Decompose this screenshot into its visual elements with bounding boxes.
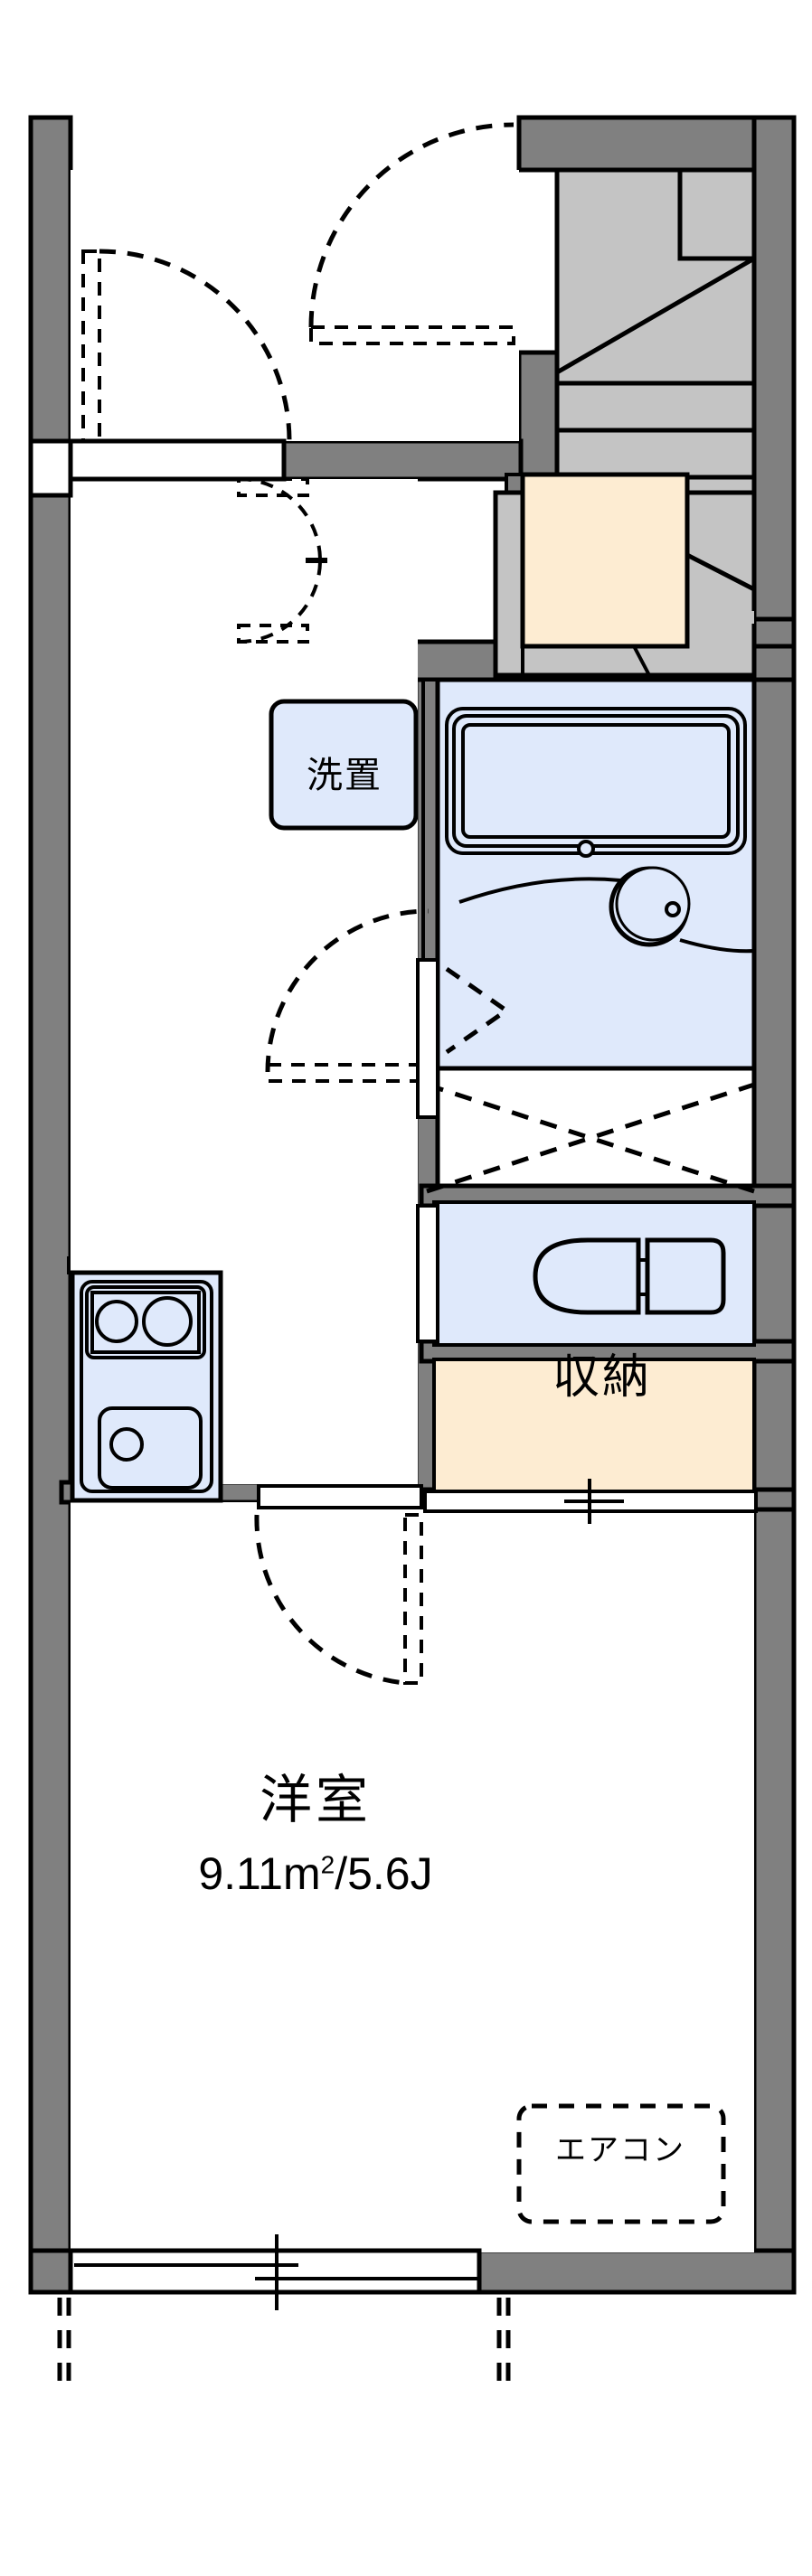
bath-sink-drain: [665, 901, 681, 917]
storage-floor: [432, 1358, 756, 1493]
stair-diagonal-upper: [555, 256, 756, 375]
bedroom-doorway: [257, 1484, 423, 1509]
entrance-door-leaf: [81, 249, 101, 443]
room-door-arc: [254, 1514, 406, 1686]
bath-counter-edge: [458, 877, 621, 904]
wall-entry-closet-jamb: [505, 473, 524, 494]
gas-burner-left: [95, 1300, 138, 1343]
wall-entry-stair-divider: [516, 350, 560, 482]
hall-threshold: [68, 438, 287, 482]
toilet-tank: [645, 1237, 726, 1315]
bath-doorway: [416, 958, 439, 1119]
room-area-tatami: 5.6J: [347, 1848, 433, 1899]
floor-entry-hall: [71, 170, 519, 441]
room-door-leaf: [403, 1513, 423, 1685]
floor-areas-group: [71, 170, 754, 2252]
toilet-doorway: [416, 1204, 439, 1343]
stair-landing-box: [677, 170, 754, 261]
bath-counter-edge-right: [679, 938, 755, 954]
room-label-washer: 洗置: [307, 756, 382, 795]
bathtub-inner: [461, 723, 731, 839]
bath-sink-inner: [615, 866, 691, 942]
aircon-box: [516, 2103, 726, 2224]
bathtub-drain: [577, 840, 595, 858]
washroom-zone-marker: [426, 1082, 755, 1194]
entry-closet-box: [520, 472, 690, 649]
washer-area: [269, 699, 419, 831]
wall-bottom-left-stub: [28, 2248, 73, 2295]
entrance-door-arc: [99, 249, 292, 442]
aircon-marker: [516, 2103, 726, 2224]
washer-pan: [269, 699, 419, 831]
bath-folding-door-arc: [445, 966, 511, 1055]
toilet-bowl: [533, 1237, 641, 1315]
aircon-label: エアコン: [555, 2133, 685, 2167]
washroom-x-1: [426, 1082, 755, 1194]
wall-corridor-top: [279, 438, 524, 482]
room-area-main-room: 9.11m2/5.6J: [135, 1851, 496, 1896]
hall-door-leaf: [309, 325, 515, 345]
balcony-window: [57, 2234, 511, 2395]
entry-closet: [520, 472, 690, 649]
corridor-door-arc: [265, 908, 430, 1073]
openings-group: [28, 438, 439, 1509]
room-label-storage: 収納: [552, 1351, 652, 1404]
room-area-superscript: 2: [320, 1850, 335, 1879]
room-area-metric: 9.11: [198, 1848, 283, 1899]
gas-burner-right: [142, 1296, 193, 1347]
wall-bottom-right: [475, 2248, 797, 2295]
wall-left-main: [28, 490, 73, 2294]
bathroom: [435, 677, 757, 1071]
storage-room: [423, 1358, 758, 1524]
kitchen-sink-drain: [109, 1427, 144, 1462]
entrance-opening: [28, 438, 73, 498]
washroom-x-2: [426, 1082, 755, 1194]
corridor-door-leaf: [266, 1063, 421, 1083]
room-area-unit: m: [282, 1848, 321, 1899]
kitchen: [70, 1270, 223, 1503]
room-label-main-room: 洋室: [259, 1771, 372, 1829]
room-area-separator: /: [335, 1848, 348, 1899]
toilet-room: [432, 1200, 756, 1347]
